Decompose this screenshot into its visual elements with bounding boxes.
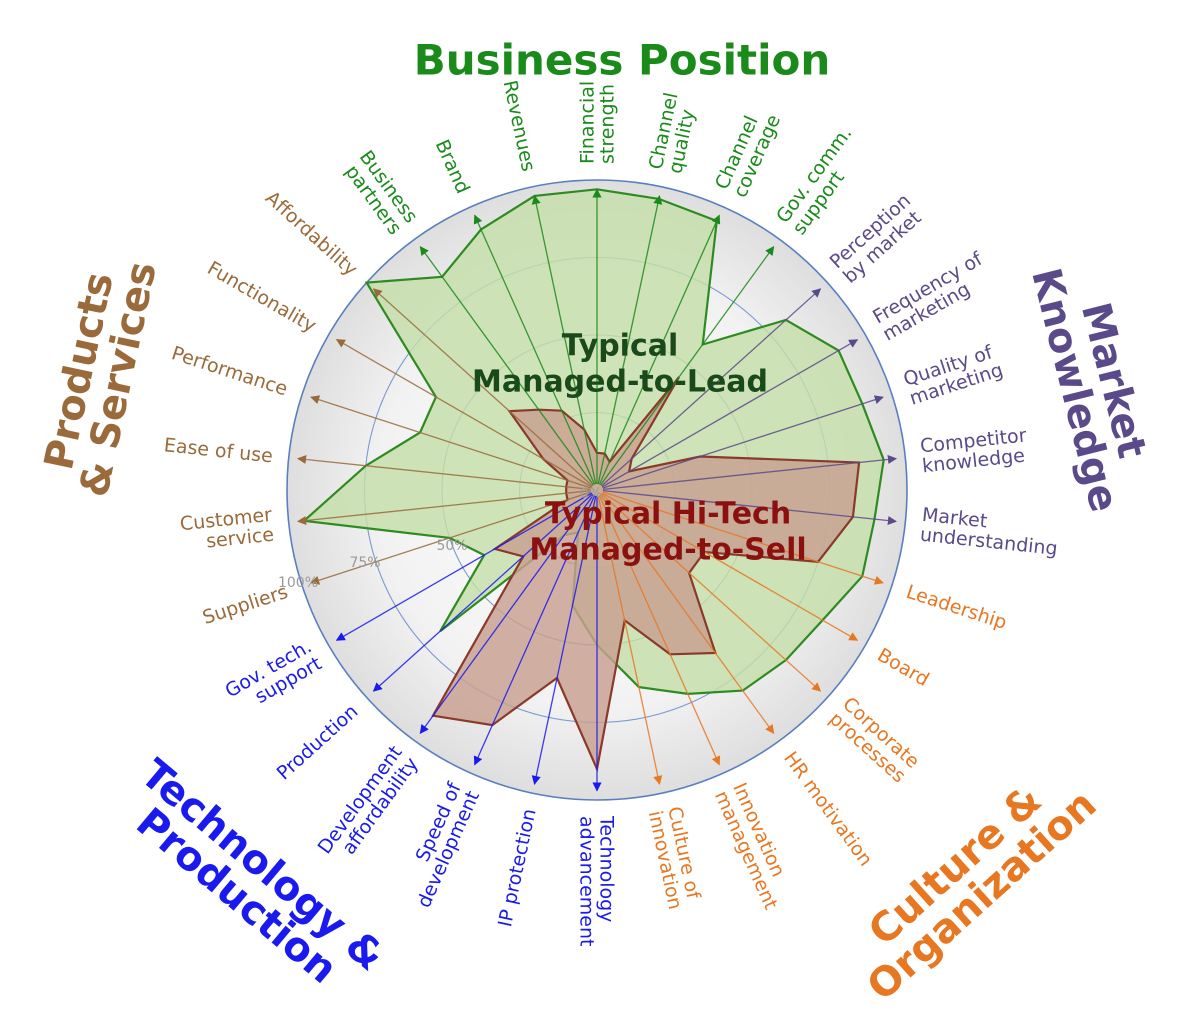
axis-spoke [335, 339, 593, 488]
axis-spoke [335, 492, 593, 641]
group-title: Products& Services [32, 249, 166, 501]
axis-spoke [419, 245, 595, 486]
category-label: Technologyadvancement [575, 815, 617, 946]
axis-spoke [602, 395, 884, 489]
axis-spoke [598, 495, 721, 766]
axis-spoke [372, 288, 593, 487]
axis-spoke [310, 395, 592, 489]
category-label: Customerservice [179, 504, 275, 555]
category-label: Culture ofinnovation [644, 805, 706, 912]
category-label: Perceptionby market [826, 189, 929, 287]
category-label: Quality ofmarketing [901, 340, 1006, 410]
axis-spoke [597, 495, 663, 785]
category-label: Suppliers [200, 581, 291, 629]
category-label: Gov. comm.support [772, 123, 873, 239]
axis-spoke [602, 454, 898, 491]
category-label: Financialstrength [577, 81, 619, 164]
category-label: Businesspartners [339, 147, 422, 239]
axis-spoke [531, 195, 597, 485]
axis-spoke [531, 495, 597, 785]
category-label: HR motivation [779, 748, 877, 871]
ring-label: 0% [580, 486, 602, 502]
axis-spoke [602, 491, 884, 585]
ring-label: 75% [349, 555, 380, 571]
category-label: Developmentaffordability [314, 742, 423, 870]
category-label: Channelquality [645, 91, 702, 176]
axis-spoke [601, 493, 822, 692]
group-title: Technology &Production [106, 751, 393, 1011]
category-label: Gov. tech.support [221, 635, 325, 719]
category-label: Channelcoverage [711, 103, 785, 201]
category-label: Board [873, 644, 932, 691]
group-title: Culture &Organization [832, 752, 1106, 1010]
category-label: Innovationmanagement [710, 779, 800, 912]
axis-spoke [473, 214, 596, 485]
axis-spoke [296, 454, 592, 491]
axis-spoke [601, 492, 859, 641]
axis-spoke [310, 491, 592, 585]
axis-spoke [597, 195, 663, 485]
axis-spoke [599, 245, 775, 486]
category-label: Frequency ofmarketing [869, 247, 997, 345]
axis-spoke [419, 494, 595, 735]
category-label: Revenues [499, 78, 540, 173]
axis-spoke [372, 493, 593, 692]
category-label: Brand [431, 136, 474, 197]
axis-spoke [601, 339, 859, 488]
category-label: Performance [169, 342, 290, 400]
category-label: Functionality [203, 257, 319, 337]
category-label: Competitorknowledge [919, 424, 1030, 477]
category-label: Corporateprocesses [825, 693, 924, 788]
category-label: IP protection [494, 807, 541, 929]
ring-label: 100% [278, 575, 318, 591]
category-label: Speed ofdevelopment [395, 778, 485, 911]
group-title: Business Position [414, 36, 831, 85]
axis-spoke [599, 494, 775, 735]
group-title: MarketKnowledge [1022, 254, 1166, 517]
axis-spoke [473, 495, 596, 766]
category-label: Marketunderstanding [919, 504, 1061, 560]
category-label: Affordability [261, 187, 362, 281]
ring-label: 50% [436, 538, 467, 554]
category-label: Ease of use [163, 434, 274, 467]
axis-spoke [598, 214, 721, 485]
category-label: Production [273, 700, 363, 784]
axis-spoke [602, 489, 898, 526]
category-label: Leadership [903, 581, 1009, 634]
axis-spoke [601, 288, 822, 487]
axis-spoke [296, 489, 592, 526]
